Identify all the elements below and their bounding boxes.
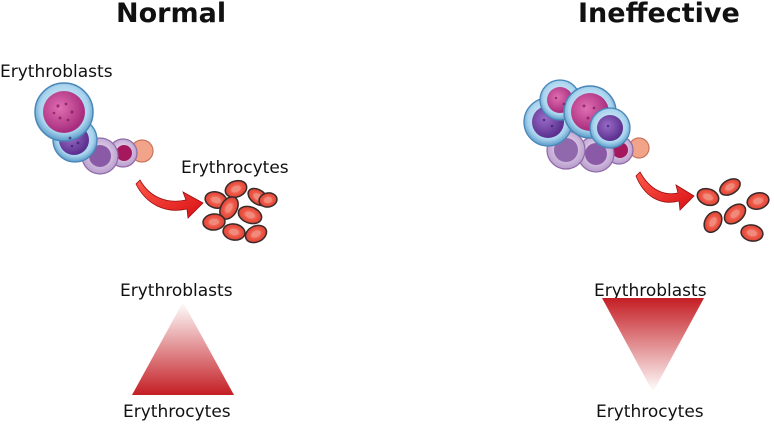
- normal-pyramid-bottom-label: Erythrocytes: [123, 402, 231, 422]
- erythrocytes-cell-label: Erythrocytes: [181, 158, 289, 178]
- ineffective-erythroblast-cluster: [523, 79, 650, 173]
- normal-title: Normal: [116, 0, 227, 29]
- ineffective-maturation-arrow: [635, 171, 695, 211]
- ineffective-pyramid-bottom-label: Erythrocytes: [596, 402, 704, 422]
- normal-erythroblast-cluster: [34, 82, 154, 175]
- normal-pyramid-triangle: [132, 302, 234, 395]
- ineffective-erythrocyte-cluster: [696, 178, 770, 242]
- erythroblasts-cell-label: Erythroblasts: [0, 62, 113, 82]
- normal-maturation-arrow: [135, 179, 204, 219]
- ineffective-pyramid-top-label: Erythroblasts: [594, 281, 707, 301]
- normal-erythrocyte-cluster: [202, 179, 278, 244]
- normal-pyramid-top-label: Erythroblasts: [120, 281, 233, 301]
- ineffective-title: Ineffective: [578, 0, 740, 29]
- ineffective-pyramid-triangle: [602, 298, 704, 392]
